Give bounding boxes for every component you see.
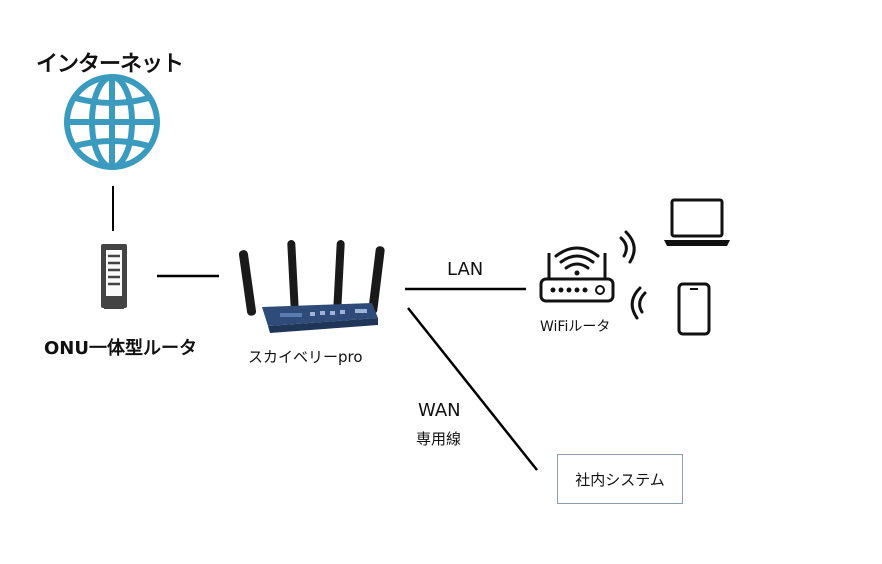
wan-sublabel: 専用線	[416, 430, 462, 448]
company-system-label: 社内システム	[575, 470, 665, 489]
smartphone-icon	[677, 282, 711, 336]
wan-label: WAN	[418, 400, 461, 421]
wifi-router-icon	[539, 246, 615, 303]
company-system-box: 社内システム	[557, 454, 683, 504]
lan-label: LAN	[447, 259, 484, 280]
wifi-router-label: WiFiルータ	[540, 319, 611, 335]
wifi-signal-icon	[619, 230, 647, 320]
laptop-icon	[664, 198, 730, 246]
onu-router-icon	[101, 244, 127, 309]
globe-icon	[64, 74, 160, 170]
onu-router-label: ONU一体型ルータ	[44, 338, 197, 359]
internet-label: インターネット	[36, 52, 184, 77]
skyberry-label: スカイベリーpro	[248, 348, 363, 366]
wan-line	[407, 307, 538, 471]
skyberry-router-icon	[238, 240, 385, 333]
